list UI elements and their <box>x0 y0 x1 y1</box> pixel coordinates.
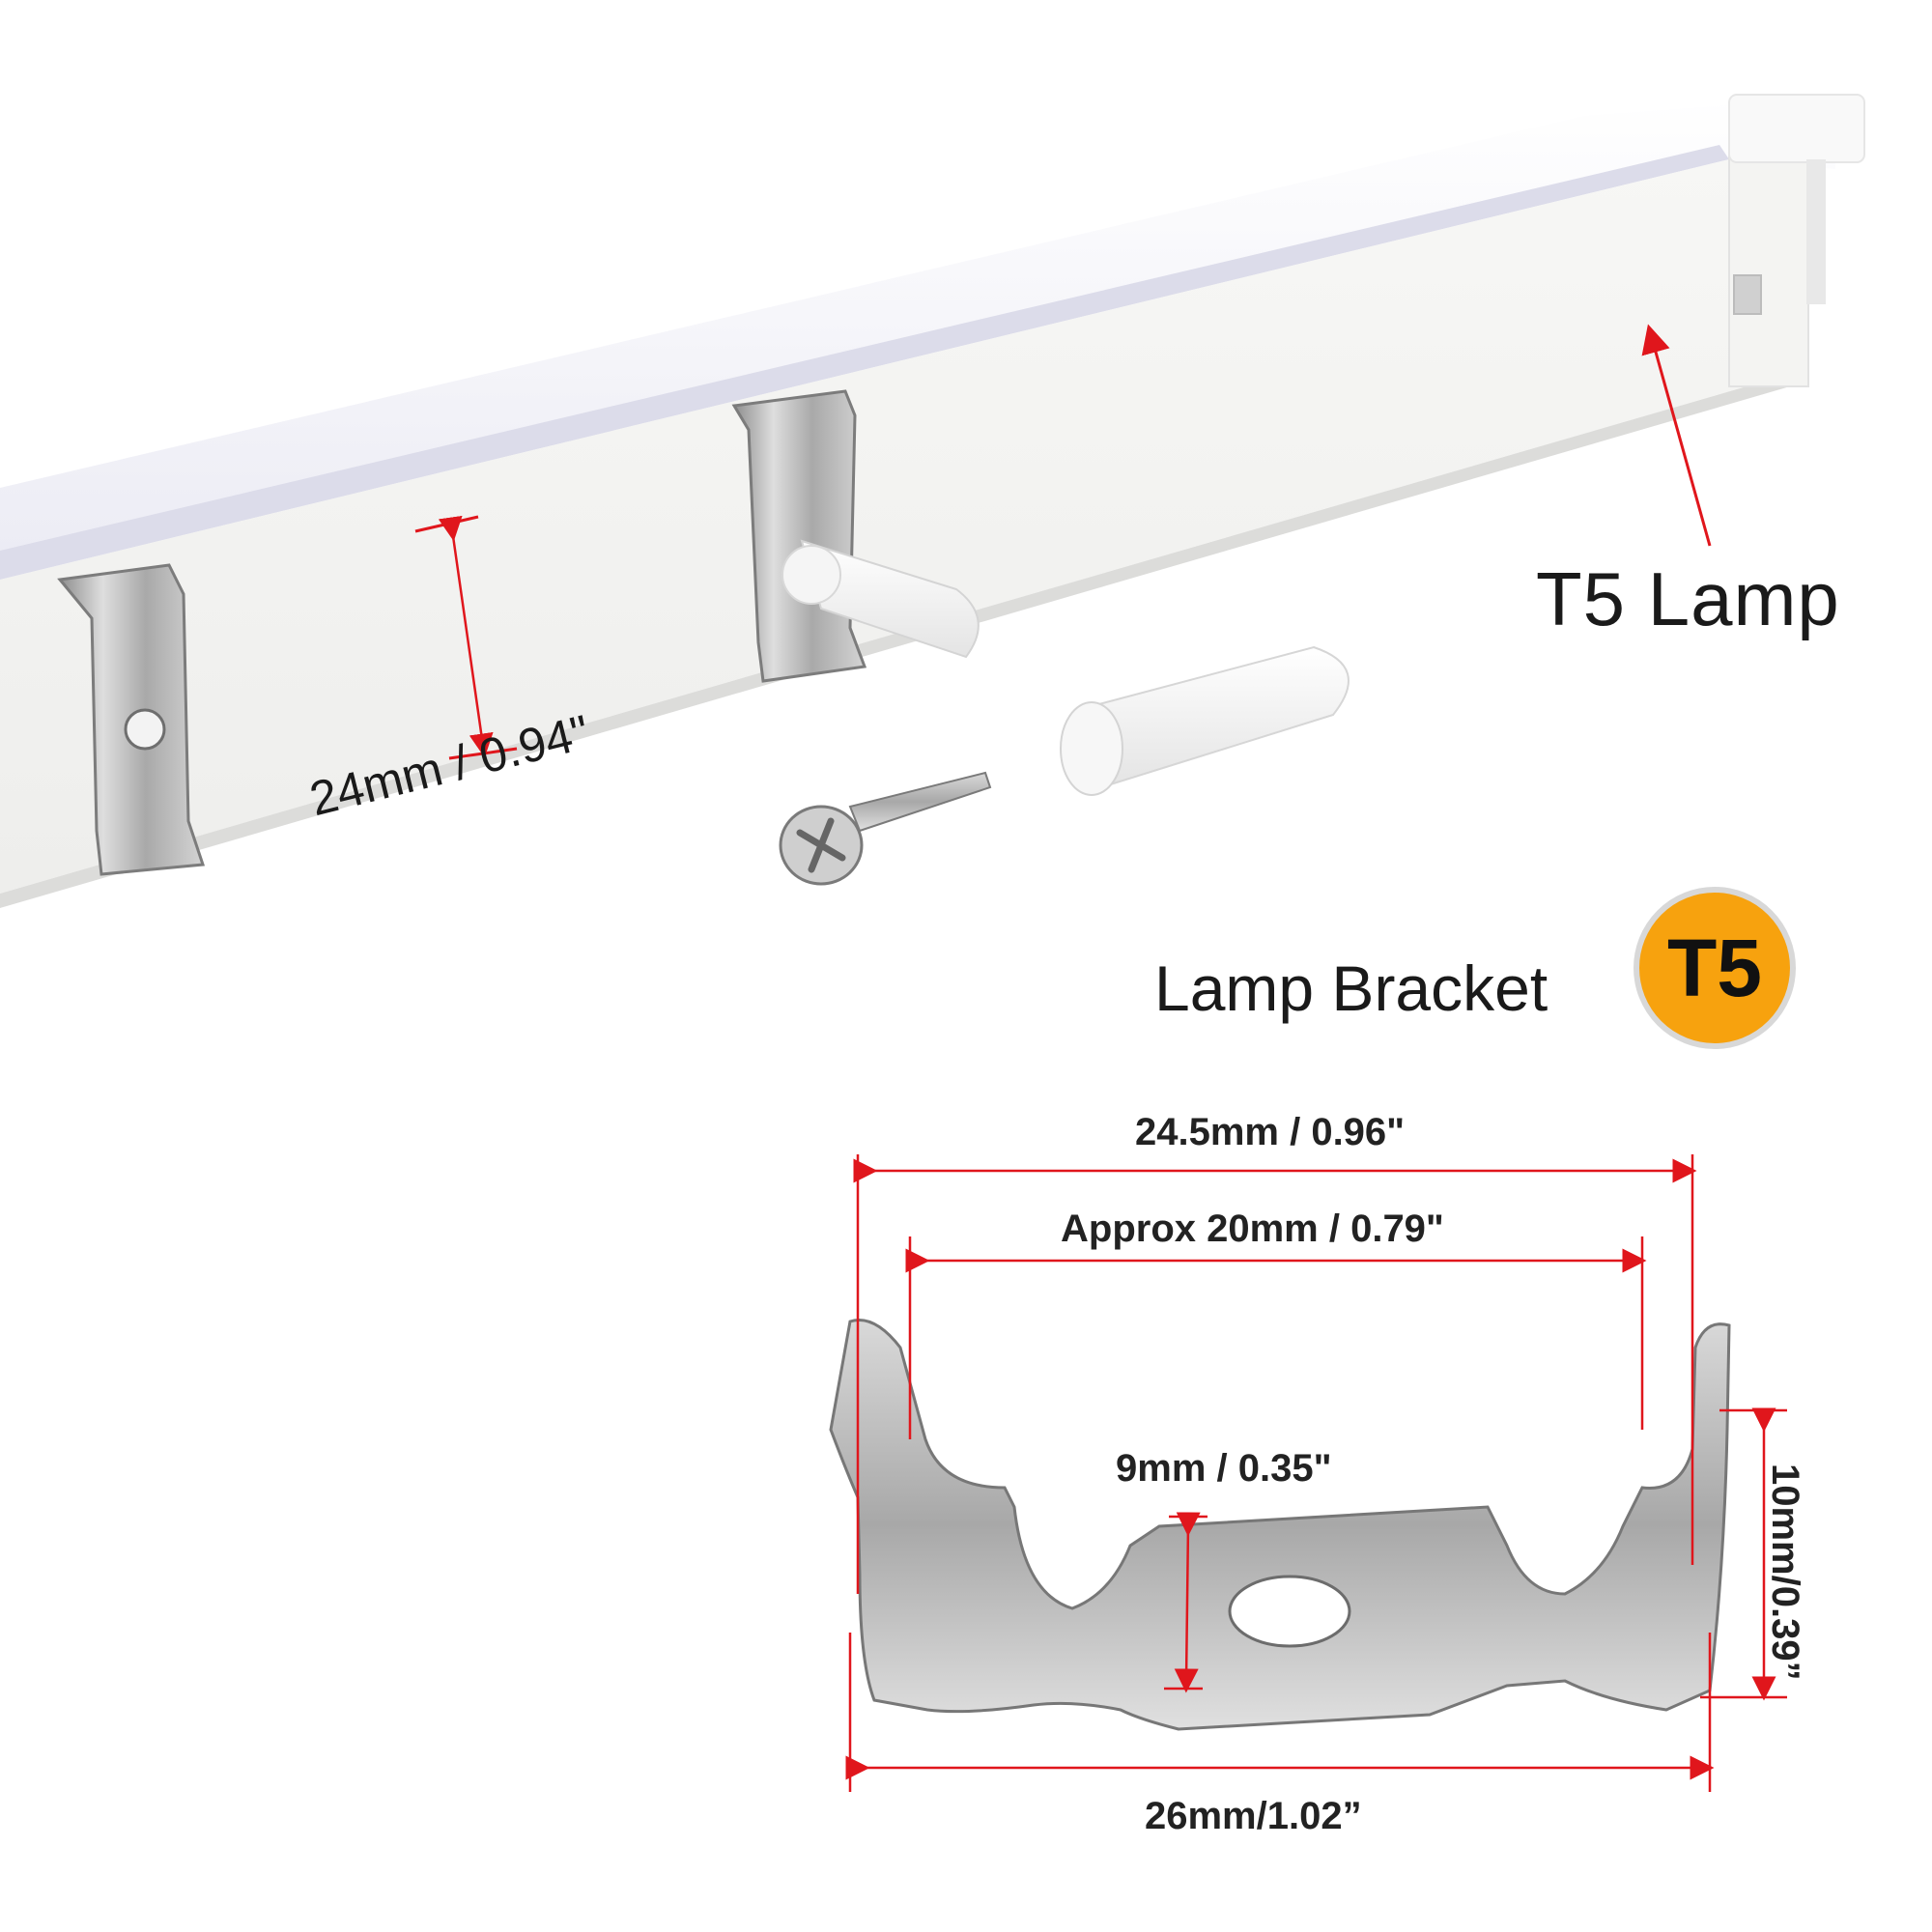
bracket-height-label: 10mm/0.39” <box>1764 1463 1806 1681</box>
depth-line <box>1174 1512 1201 1693</box>
lamp-pointer-arrow <box>1641 324 1712 547</box>
bracket-screw-hole <box>1228 1575 1351 1648</box>
lamp-bottom-edge <box>0 372 1797 908</box>
bracket-outer-width-label: 24.5mm / 0.96" <box>1135 1111 1406 1153</box>
t5-lamp-tube <box>0 94 1865 908</box>
lamp-front-face <box>0 159 1797 894</box>
wall-plug <box>1060 645 1350 796</box>
bracket-dimensions <box>845 1154 1787 1792</box>
lamp-height-dimension <box>414 515 518 760</box>
lamp-end-cap-side <box>1806 159 1826 304</box>
clip-screw-hole <box>124 708 166 751</box>
bracket-base-width-label: 26mm/1.02” <box>1145 1795 1362 1837</box>
lamp-bracket-illustration <box>829 1319 1731 1731</box>
lamp-title: T5 Lamp <box>1536 556 1840 641</box>
bracket-title: Lamp Bracket <box>1154 952 1548 1024</box>
lamp-clip-left <box>57 563 206 876</box>
lamp-end-cap-top <box>1728 94 1865 163</box>
bracket-body <box>829 1319 1731 1731</box>
lamp-end-cap-slot <box>1733 274 1762 315</box>
t5-badge: T5 <box>1634 887 1796 1049</box>
screw <box>779 771 992 886</box>
bracket-depth-label: 9mm / 0.35" <box>1116 1447 1332 1490</box>
bracket-inner-width-label: Approx 20mm / 0.79" <box>1061 1208 1444 1250</box>
wall-plug-installed <box>781 539 980 659</box>
lamp-diffuser-edge <box>0 145 1729 580</box>
